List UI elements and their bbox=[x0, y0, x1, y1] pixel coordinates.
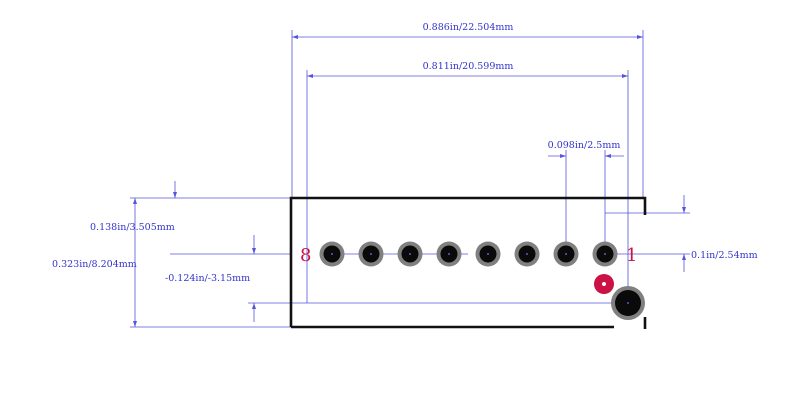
pin-row bbox=[319, 241, 618, 267]
pin1-marker bbox=[594, 274, 614, 294]
overall-width-dimension: 0.886in/22.504mm bbox=[291, 22, 644, 198]
pin-pitch-label: 0.1in/2.54mm bbox=[691, 250, 758, 261]
pin-pad bbox=[514, 241, 540, 267]
pin-pitch-dimension: 0.1in/2.54mm bbox=[605, 195, 758, 272]
row-offset-dimension: -0.124in/-3.15mm bbox=[165, 235, 628, 322]
pin-pad bbox=[553, 241, 579, 267]
pin-label-last: 8 bbox=[300, 245, 311, 266]
pin-pad bbox=[436, 241, 462, 267]
component-outline bbox=[289, 196, 647, 329]
pin-label-first: 1 bbox=[626, 245, 637, 266]
overall-height-dimension: 0.323in/8.204mm bbox=[52, 197, 292, 328]
edge-to-row-dimension: 0.138in/3.505mm bbox=[90, 181, 292, 255]
overall-width-label: 0.886in/22.504mm bbox=[423, 22, 514, 33]
pin-pad bbox=[358, 241, 384, 267]
pin-pad bbox=[475, 241, 501, 267]
overall-height-label: 0.323in/8.204mm bbox=[52, 259, 137, 270]
pin-span-dimension: 0.811in/20.599mm bbox=[306, 61, 629, 303]
pin-span-label: 0.811in/20.599mm bbox=[423, 61, 514, 72]
pin-pad bbox=[319, 241, 345, 267]
pitch-clearance-dimension: 0.098in/2.5mm bbox=[548, 140, 624, 254]
row-offset-label: -0.124in/-3.15mm bbox=[165, 273, 250, 284]
pitch-clearance-label: 0.098in/2.5mm bbox=[548, 140, 621, 151]
edge-to-row-label: 0.138in/3.505mm bbox=[90, 222, 175, 233]
mounting-hole bbox=[611, 286, 645, 320]
pin-pad bbox=[397, 241, 423, 267]
pin-pad bbox=[592, 241, 618, 267]
